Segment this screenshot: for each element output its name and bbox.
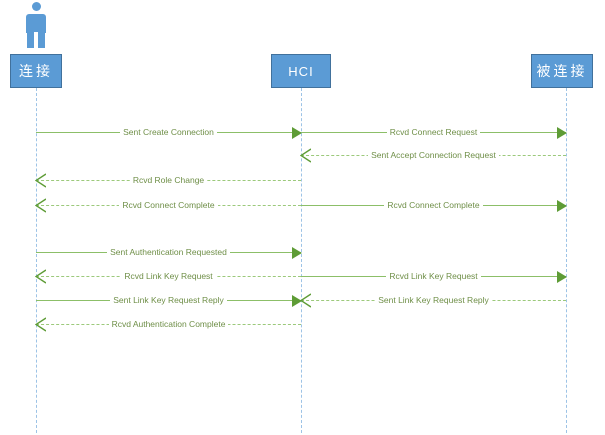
message-9[interactable]: Rcvd Link Key Request bbox=[301, 268, 567, 285]
message-label: Sent Accept Connection Request bbox=[301, 147, 566, 163]
message-label: Rcvd Link Key Request bbox=[301, 268, 566, 284]
lifeline-initiator bbox=[36, 88, 37, 433]
arrowhead-left-icon bbox=[35, 198, 46, 213]
lifeline-hci bbox=[301, 88, 302, 433]
message-label: Sent Link Key Request Reply bbox=[36, 292, 301, 308]
arrowhead-right-icon bbox=[292, 246, 302, 259]
message-3[interactable]: Sent Accept Connection Request bbox=[300, 147, 566, 164]
participant-label: 连接 bbox=[19, 63, 53, 79]
arrowhead-left-icon bbox=[300, 148, 311, 163]
arrowhead-right-icon bbox=[292, 126, 302, 139]
message-5[interactable]: Rcvd Connect Complete bbox=[35, 197, 301, 214]
message-label-text: Rcvd Connect Request bbox=[386, 127, 481, 137]
message-label-text: Rcvd Connect Complete bbox=[119, 200, 218, 210]
message-12[interactable]: Rcvd Authentication Complete bbox=[35, 316, 301, 333]
message-11[interactable]: Sent Link Key Request Reply bbox=[300, 292, 566, 309]
message-label-text: Rcvd Connect Complete bbox=[384, 200, 483, 210]
arrowhead-right-icon bbox=[557, 126, 567, 139]
message-label: Rcvd Role Change bbox=[36, 172, 301, 188]
message-label-text: Rcvd Authentication Complete bbox=[108, 319, 229, 329]
arrowhead-left-icon bbox=[35, 317, 46, 332]
message-label-text: Rcvd Role Change bbox=[129, 175, 208, 185]
message-7[interactable]: Sent Authentication Requested bbox=[36, 244, 302, 261]
participant-initiator[interactable]: 连接 bbox=[10, 54, 62, 88]
message-label: Rcvd Connect Request bbox=[301, 124, 566, 140]
arrowhead-left-icon bbox=[300, 293, 311, 308]
message-label: Rcvd Link Key Request bbox=[36, 268, 301, 284]
lifeline-acceptor bbox=[566, 88, 567, 433]
message-label: Sent Create Connection bbox=[36, 124, 301, 140]
message-label: Rcvd Connect Complete bbox=[301, 197, 566, 213]
message-label: Rcvd Connect Complete bbox=[36, 197, 301, 213]
message-8[interactable]: Rcvd Link Key Request bbox=[35, 268, 301, 285]
message-6[interactable]: Rcvd Connect Complete bbox=[301, 197, 567, 214]
message-label-text: Sent Authentication Requested bbox=[107, 247, 230, 257]
message-label: Rcvd Authentication Complete bbox=[36, 316, 301, 332]
person-icon bbox=[25, 2, 47, 48]
participant-acceptor[interactable]: 被连接 bbox=[531, 54, 593, 88]
message-label-text: Rcvd Link Key Request bbox=[386, 271, 481, 281]
message-1[interactable]: Sent Create Connection bbox=[36, 124, 302, 141]
message-label-text: Sent Link Key Request Reply bbox=[375, 295, 492, 305]
arrowhead-right-icon bbox=[557, 270, 567, 283]
participant-hci[interactable]: HCI bbox=[271, 54, 331, 88]
message-4[interactable]: Rcvd Role Change bbox=[35, 172, 301, 189]
participant-label: 被连接 bbox=[536, 63, 588, 79]
arrowhead-left-icon bbox=[35, 173, 46, 188]
message-10[interactable]: Sent Link Key Request Reply bbox=[36, 292, 302, 309]
arrowhead-left-icon bbox=[35, 269, 46, 284]
arrowhead-right-icon bbox=[557, 199, 567, 212]
arrowhead-right-icon bbox=[292, 294, 302, 307]
message-2[interactable]: Rcvd Connect Request bbox=[301, 124, 567, 141]
message-label-text: Sent Link Key Request Reply bbox=[110, 295, 227, 305]
message-label-text: Rcvd Link Key Request bbox=[121, 271, 216, 281]
participant-label: HCI bbox=[288, 63, 314, 79]
message-label-text: Sent Accept Connection Request bbox=[368, 150, 499, 160]
message-label: Sent Authentication Requested bbox=[36, 244, 301, 260]
message-label-text: Sent Create Connection bbox=[120, 127, 217, 137]
message-label: Sent Link Key Request Reply bbox=[301, 292, 566, 308]
